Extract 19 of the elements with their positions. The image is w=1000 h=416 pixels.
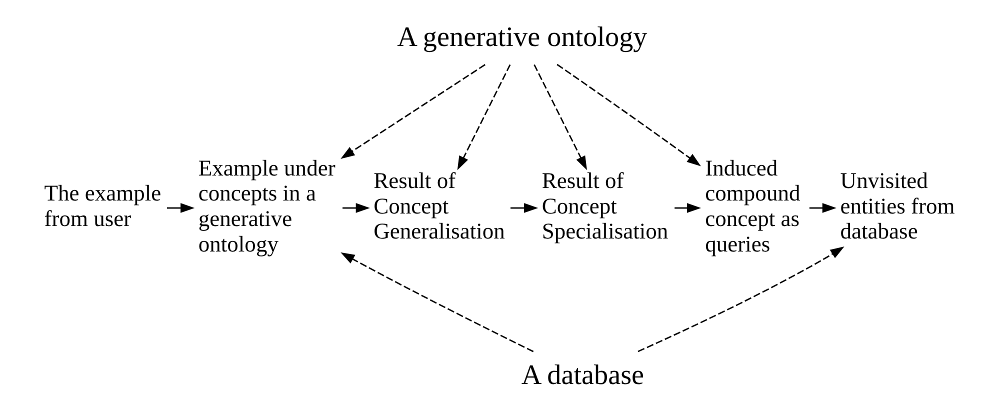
node-text: Induced compound concept as queries (705, 155, 800, 256)
arrow (809, 203, 836, 213)
arrow (340, 252, 534, 352)
arrow (342, 203, 370, 213)
node-text: A database (521, 360, 644, 391)
arrow (534, 64, 587, 170)
arrow (556, 64, 701, 166)
node-text: The example from user (44, 180, 162, 232)
node-text: Example under concepts in a generative ontology (198, 155, 336, 256)
node-text: Result of Concept Generalisation (374, 168, 505, 244)
node-text: Result of Concept Specialisation (542, 168, 668, 244)
arrow (510, 203, 538, 213)
node-text: Unvisited entities from database (840, 168, 955, 244)
arrow (638, 246, 844, 352)
arrow (167, 203, 195, 213)
arrow (457, 64, 511, 170)
arrow (340, 64, 486, 159)
arrow (674, 203, 702, 213)
node-text: A generative ontology (397, 22, 648, 54)
